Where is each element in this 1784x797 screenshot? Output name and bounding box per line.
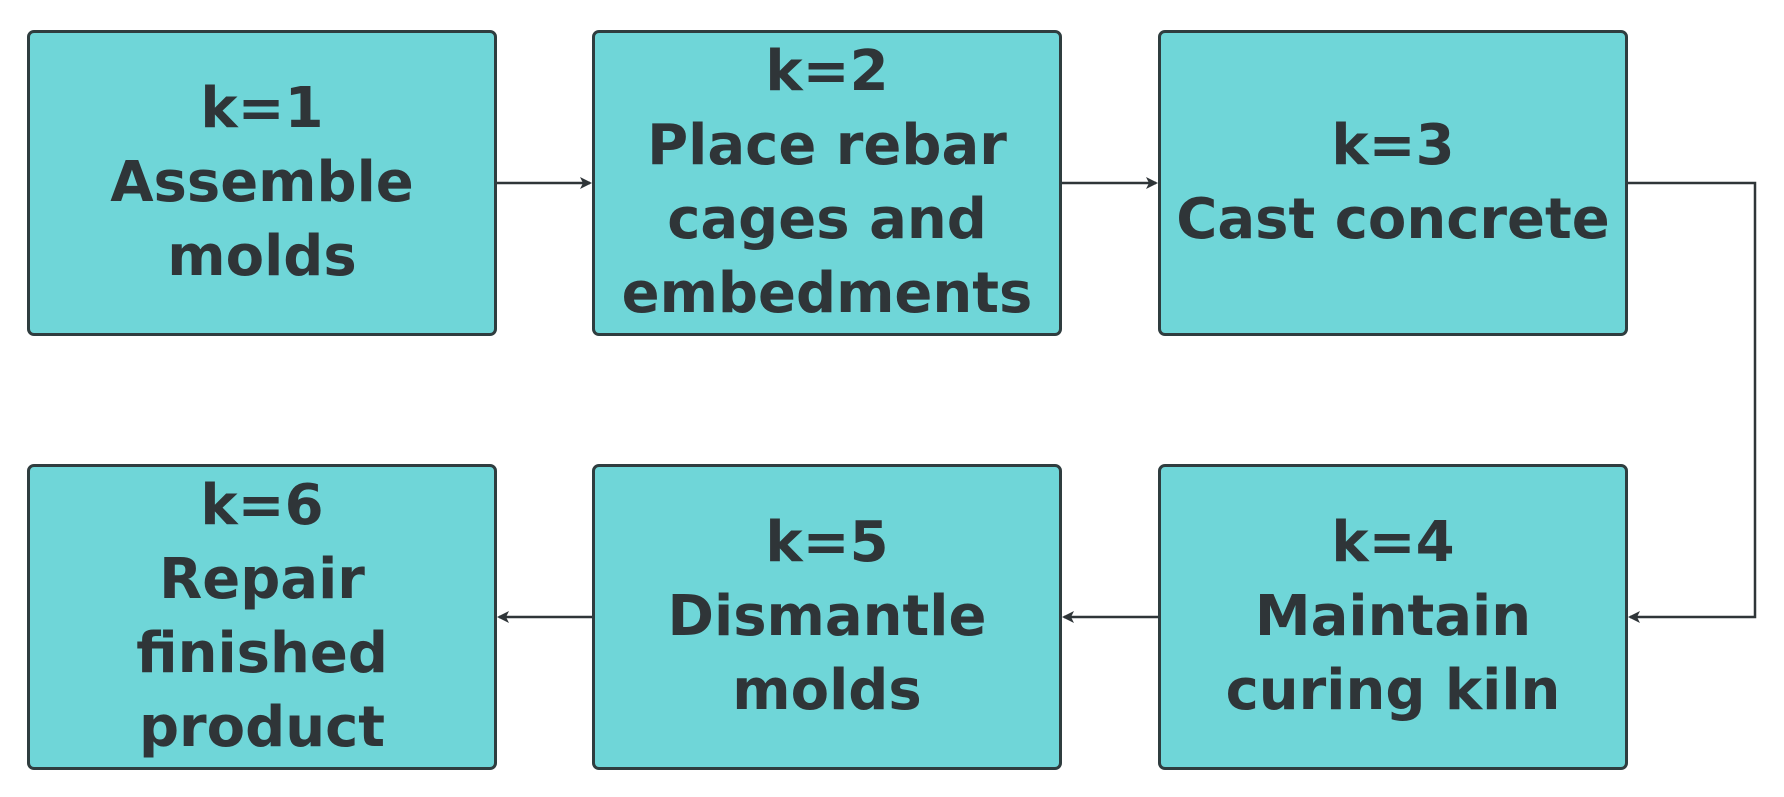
step-index: k=2 [765, 39, 889, 104]
step-index: k=1 [200, 76, 324, 141]
step-label-line: Repair [159, 547, 365, 612]
step-index: k=6 [200, 473, 324, 538]
step-box-k5: k=5 Dismantle molds [592, 464, 1062, 770]
step-label-line: curing kiln [1225, 658, 1561, 723]
step-label-line: molds [167, 224, 357, 289]
step-label-line: cages and [667, 187, 987, 252]
step-box-k2: k=2 Place rebar cages and embedments [592, 30, 1062, 336]
step-label-line: product [138, 695, 386, 760]
step-label-line: Dismantle [667, 584, 987, 649]
step-box-k4: k=4 Maintain curing kiln [1158, 464, 1628, 770]
step-label-line: Place rebar [647, 113, 1007, 178]
step-box-k1: k=1 Assemble molds [27, 30, 497, 336]
step-label-line: Assemble [110, 150, 414, 215]
step-index: k=3 [1331, 113, 1455, 178]
step-label-line: molds [732, 658, 922, 723]
step-box-k6: k=6 Repair finished product [27, 464, 497, 770]
arrow-k3-to-k4 [1628, 181, 1757, 623]
step-box-k3: k=3 Cast concrete [1158, 30, 1628, 336]
step-index: k=4 [1331, 510, 1455, 575]
step-label-line: embedments [621, 261, 1033, 326]
step-label-line: finished [136, 621, 388, 686]
step-index: k=5 [765, 510, 889, 575]
step-label-line: Cast concrete [1176, 187, 1610, 252]
step-label-line: Maintain [1254, 584, 1532, 649]
